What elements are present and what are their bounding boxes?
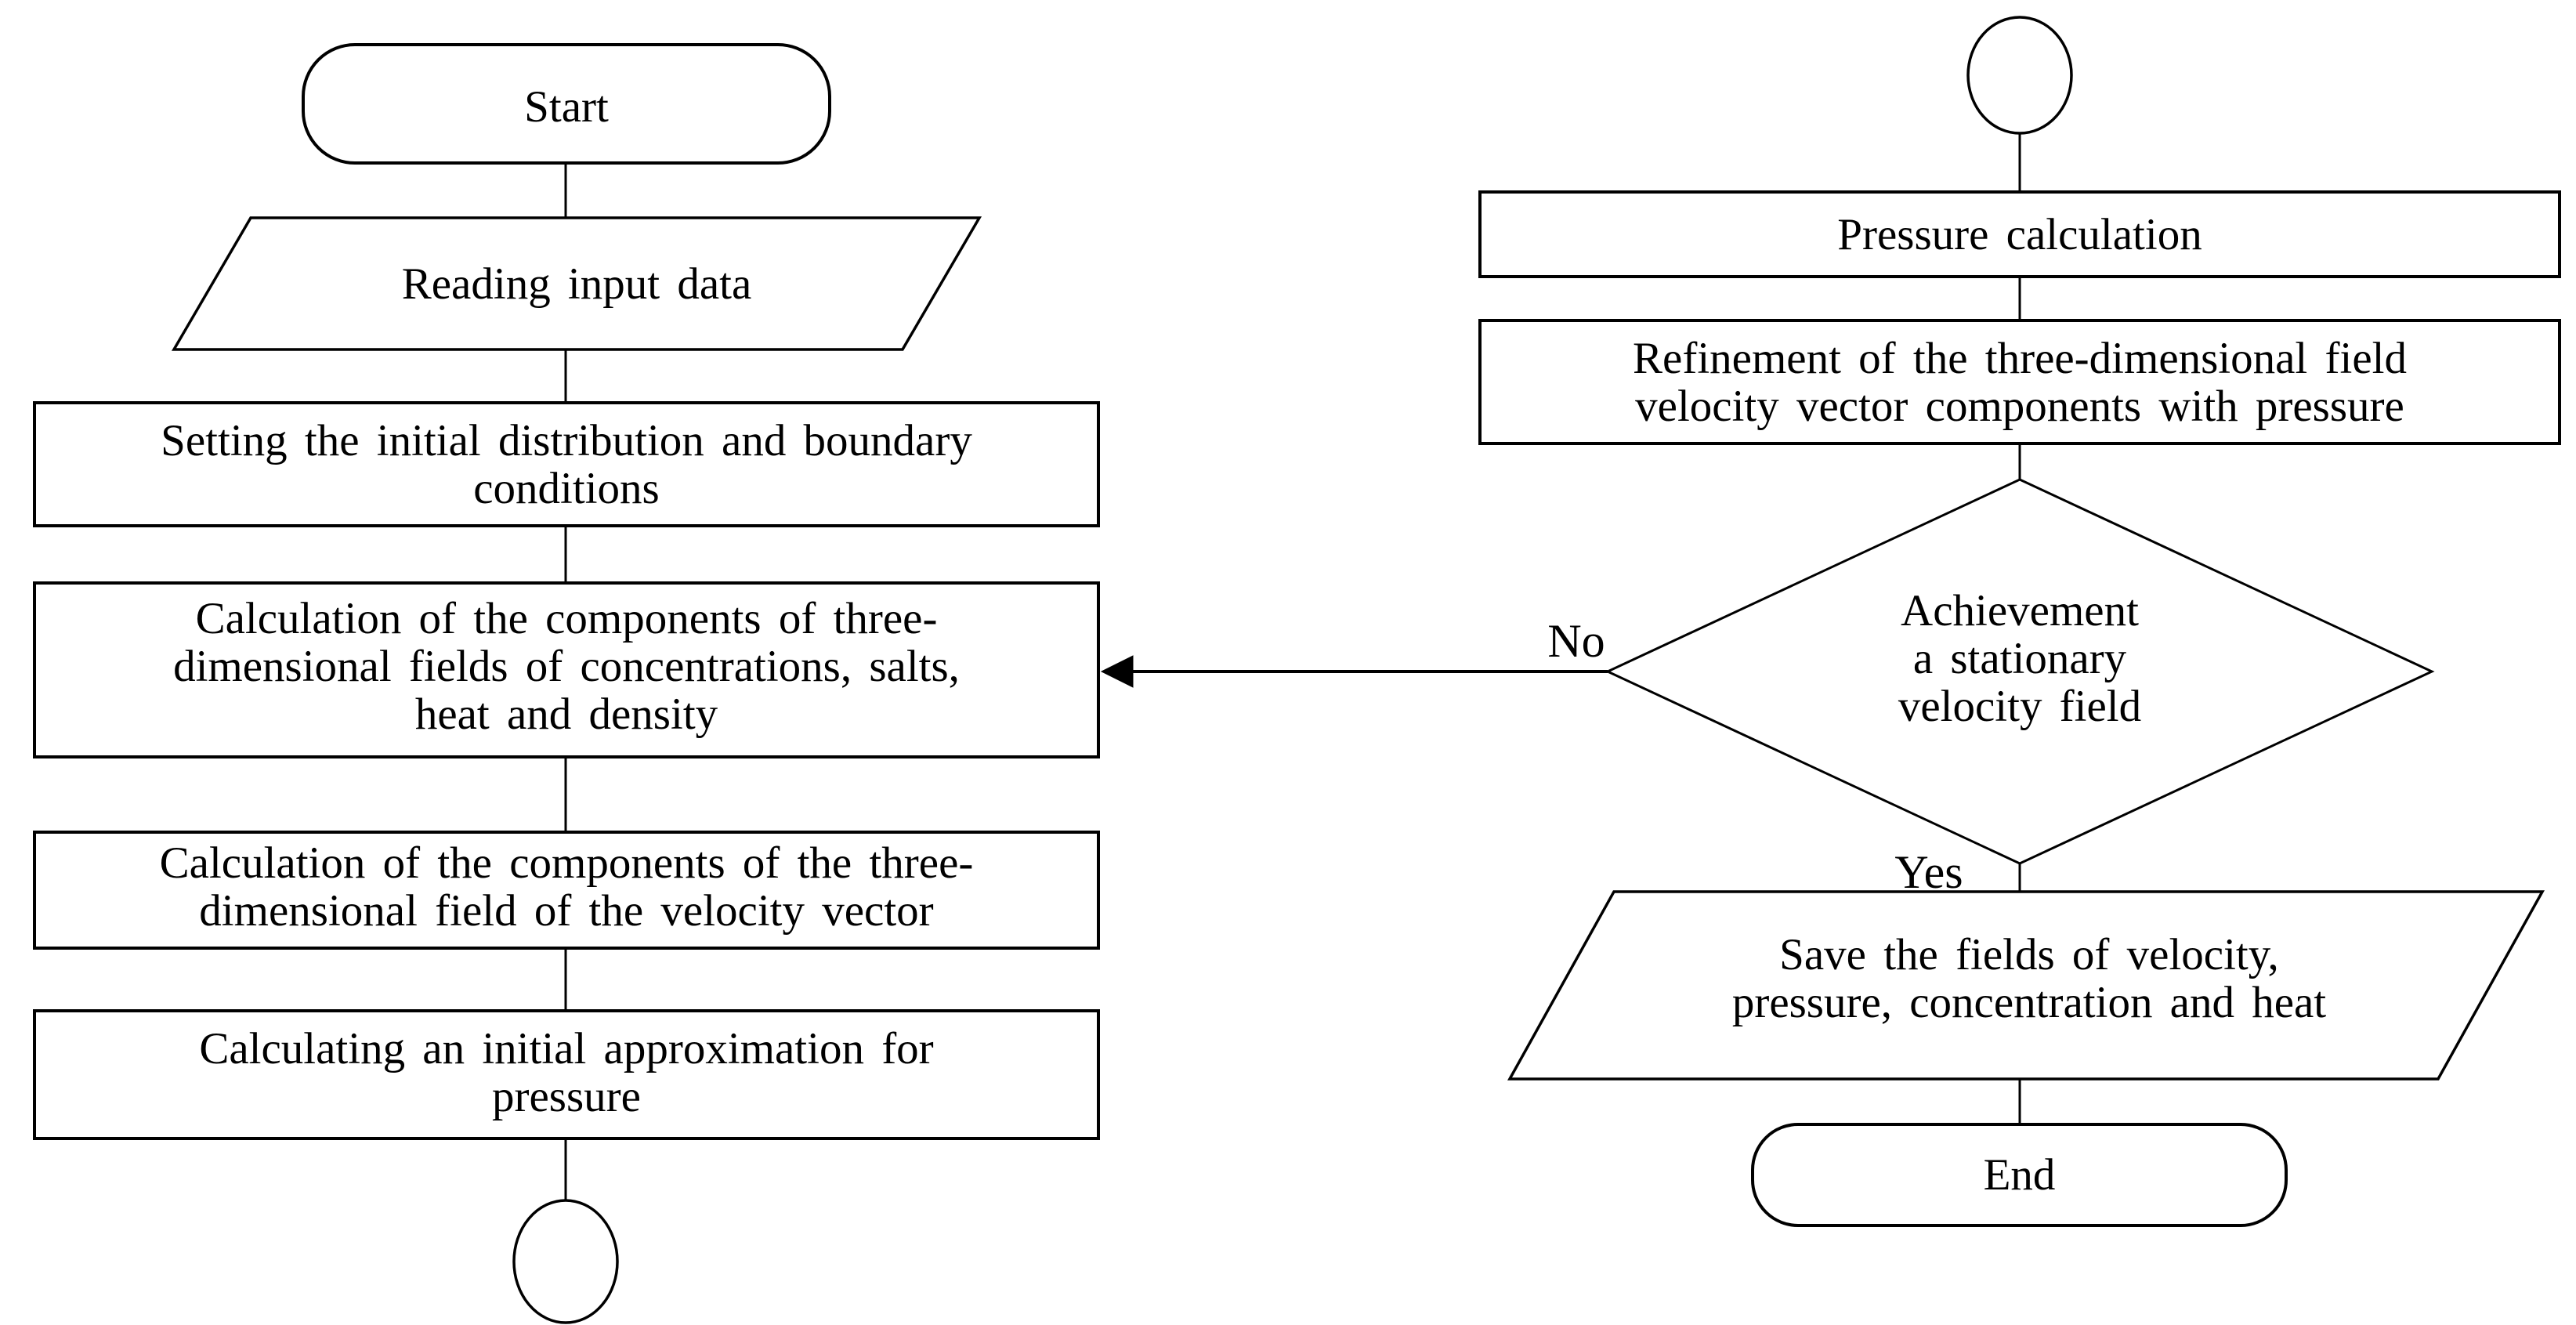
node-save-fields: Save the fields of velocity, pressure, c…	[1559, 897, 2499, 1060]
node-decision-label: Achievement a stationary velocity field	[1898, 585, 2142, 731]
node-reading-input-data: Reading input data	[174, 218, 979, 349]
node-calc-velocity-label: Calculation of the components of the thr…	[159, 838, 974, 936]
node-end: End	[1751, 1123, 2288, 1227]
node-pressure-calculation-label: Pressure calculation	[1837, 209, 2202, 259]
connector-left-circle	[512, 1199, 619, 1324]
edge-label-no: No	[1547, 615, 1605, 667]
connector-right-circle	[1966, 16, 2073, 135]
node-setting-label: Setting the initial distribution and bou…	[161, 415, 972, 513]
node-refinement: Refinement of the three-dimensional fiel…	[1478, 319, 2561, 445]
node-calc-pressure-approx-label: Calculating an initial approximation for…	[199, 1023, 934, 1121]
node-calc-fields: Calculation of the components of three- …	[33, 581, 1100, 758]
node-save-fields-label: Save the fields of velocity, pressure, c…	[1731, 930, 2327, 1027]
node-setting-initial-distribution: Setting the initial distribution and bou…	[33, 401, 1100, 527]
node-pressure-calculation: Pressure calculation	[1478, 190, 2561, 278]
reading-parallelogram-shape	[171, 216, 982, 351]
save-parallelogram-shape	[1507, 890, 2545, 1081]
node-calc-fields-label: Calculation of the components of three- …	[173, 593, 960, 739]
node-reading-label: Reading input data	[401, 259, 752, 309]
node-start: Start	[302, 43, 831, 165]
edge-label-yes: Yes	[1894, 846, 1963, 898]
node-calc-velocity: Calculation of the components of the thr…	[33, 831, 1100, 950]
node-decision: Achievement a stationary velocity field	[1746, 541, 2294, 776]
node-end-label: End	[1983, 1150, 2056, 1200]
node-refinement-label: Refinement of the three-dimensional fiel…	[1633, 333, 2407, 431]
node-start-label: Start	[524, 82, 609, 132]
arrowhead-no-branch	[1100, 655, 1134, 688]
node-calc-pressure-approx: Calculating an initial approximation for…	[33, 1009, 1100, 1140]
